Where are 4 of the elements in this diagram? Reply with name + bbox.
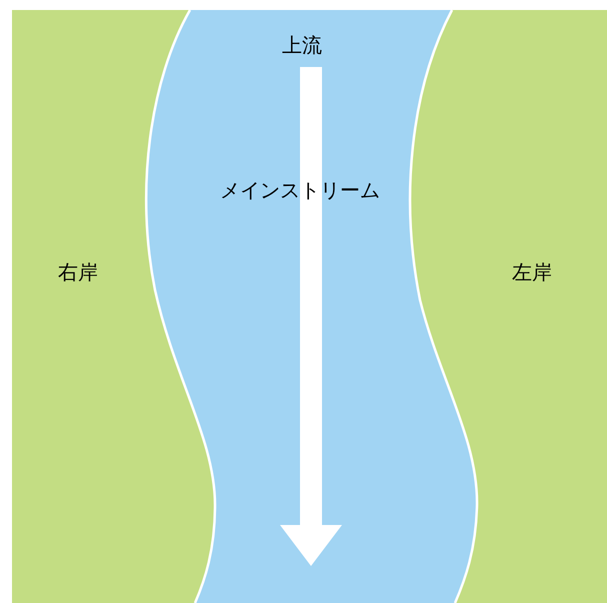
river-label: メインストリーム xyxy=(220,180,380,200)
bank-label: 左岸 xyxy=(512,262,552,282)
river-label: 上流 xyxy=(282,35,322,55)
bank-label: 右岸 xyxy=(58,262,98,282)
